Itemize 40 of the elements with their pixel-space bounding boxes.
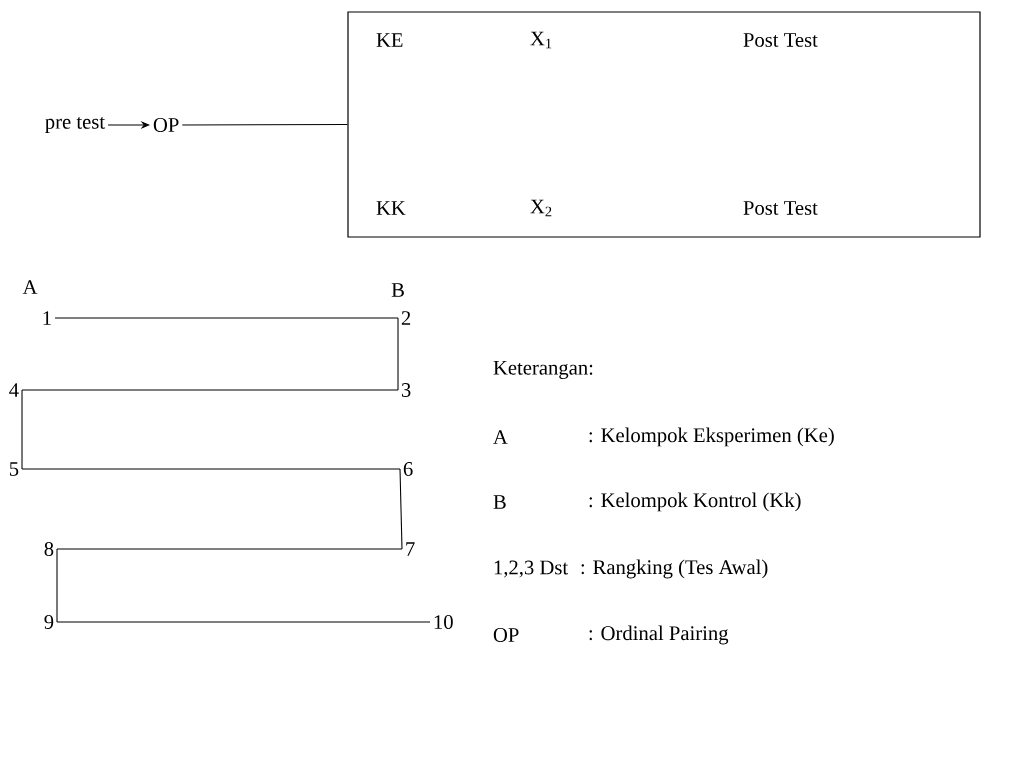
legend-text: : Ordinal Pairing bbox=[589, 625, 729, 645]
rank-number: 6 bbox=[403, 462, 413, 476]
cell-text: KK bbox=[376, 201, 406, 215]
legend-heading: Keterangan: bbox=[493, 361, 593, 379]
column-header: B bbox=[391, 283, 404, 297]
legend-text: : Kelompok Eksperimen (Ke) bbox=[589, 427, 834, 447]
legend-term: A bbox=[493, 430, 508, 444]
connector-line bbox=[56, 621, 431, 623]
cell-text: X$_{1}$ bbox=[530, 31, 552, 49]
rank-number: 7 bbox=[406, 542, 415, 556]
connector-line bbox=[21, 468, 401, 470]
connector-line bbox=[399, 468, 403, 550]
text-label: OP bbox=[153, 118, 179, 132]
cell-text: Post Test bbox=[743, 201, 818, 215]
rank-number: 4 bbox=[9, 383, 19, 397]
column-header: A bbox=[22, 280, 38, 294]
rank-number: 3 bbox=[401, 383, 411, 397]
connector-line bbox=[54, 317, 399, 319]
connector-line bbox=[21, 389, 399, 391]
legend-term: OP bbox=[493, 628, 519, 642]
connector-line bbox=[56, 548, 58, 623]
cell-text: KE bbox=[376, 33, 403, 47]
rank-number: 10 bbox=[434, 615, 453, 629]
rank-number: 1 bbox=[43, 311, 51, 325]
connector-line bbox=[181, 123, 348, 126]
rank-number: 9 bbox=[44, 615, 54, 629]
rank-number: 8 bbox=[44, 542, 54, 556]
connector-line bbox=[397, 317, 399, 391]
legend-text: : Kelompok Kontrol (Kk) bbox=[589, 492, 801, 512]
cell-text: X$_{2}$ bbox=[530, 199, 552, 217]
rank-number: 5 bbox=[9, 462, 19, 476]
process-box bbox=[347, 11, 981, 238]
legend-term: B bbox=[493, 495, 506, 509]
connector-line bbox=[21, 389, 23, 470]
text-label: pre test bbox=[45, 117, 105, 133]
legend-term: 1,2,3 Dst bbox=[494, 560, 568, 578]
cell-text: Post Test bbox=[743, 33, 818, 47]
legend-text: : Rangking (Tes Awal) bbox=[581, 559, 768, 579]
connector-line bbox=[56, 548, 403, 550]
rank-number: 2 bbox=[401, 311, 411, 325]
